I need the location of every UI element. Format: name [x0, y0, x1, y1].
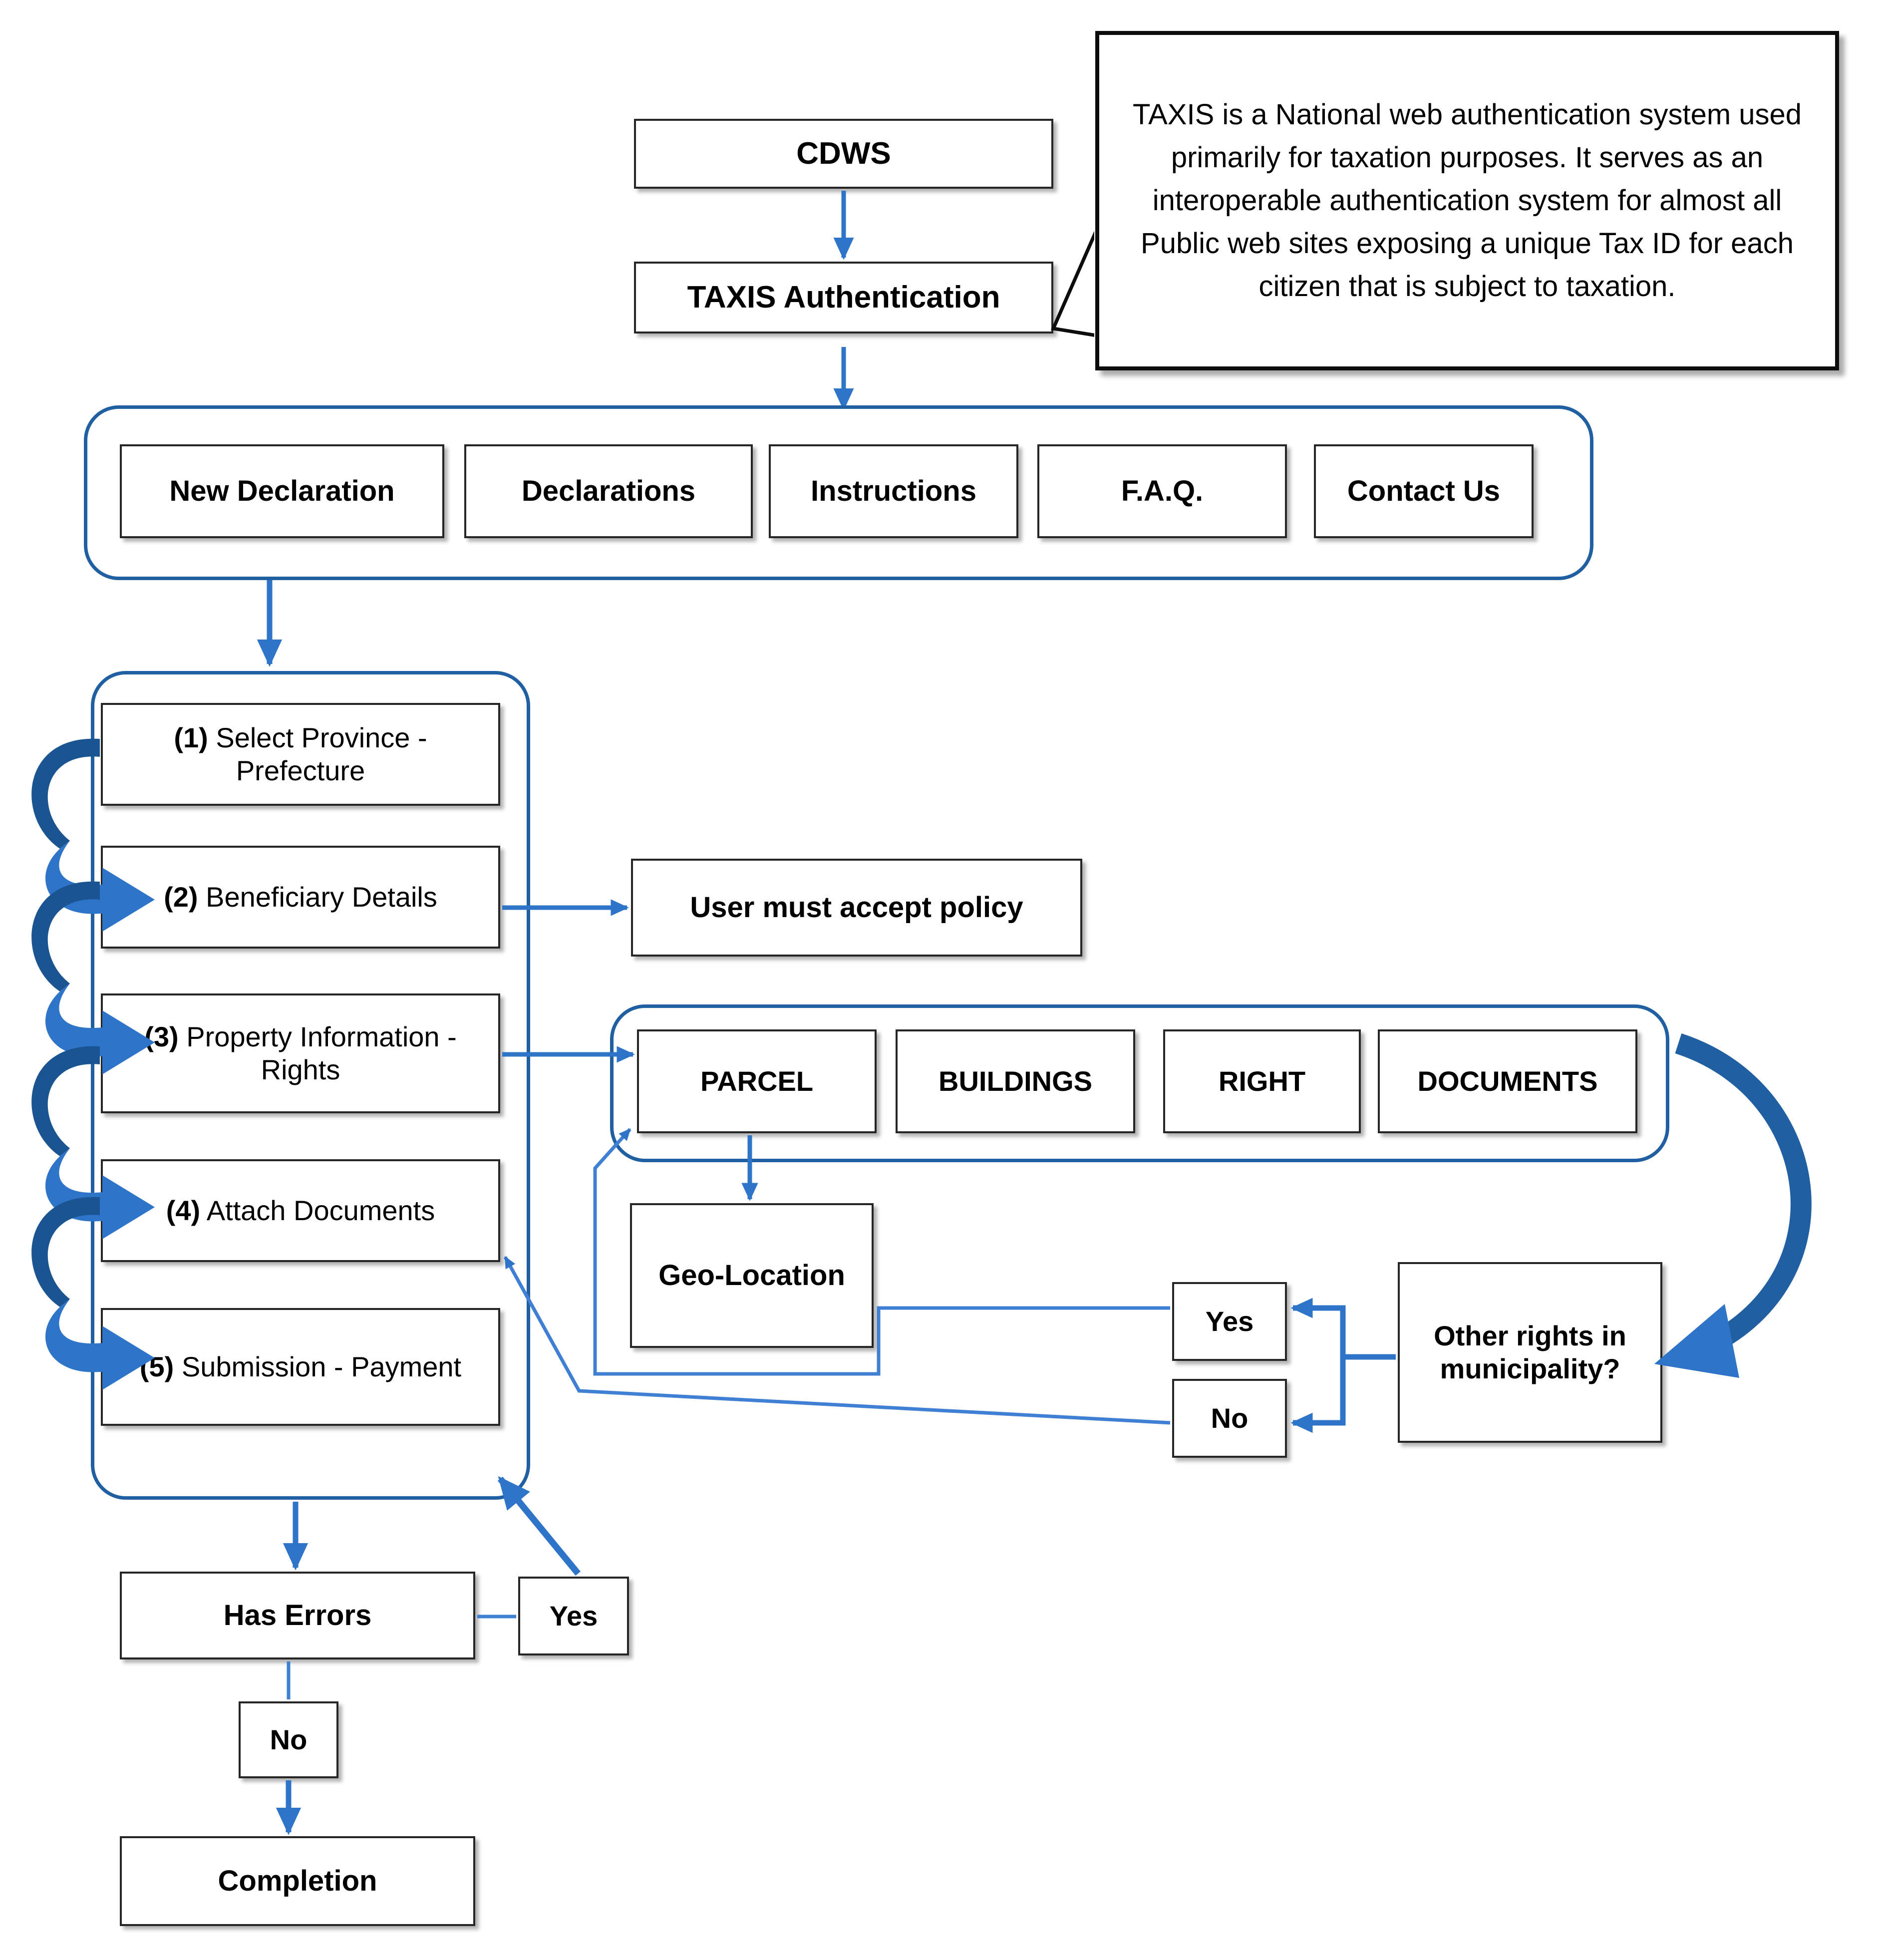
node-taxis-authentication[interactable]: TAXIS Authentication	[634, 262, 1053, 333]
node-other-rights-no: No	[1172, 1379, 1287, 1458]
property-tab-parcel[interactable]: PARCEL	[637, 1029, 877, 1133]
node-has-errors-no-label: No	[270, 1723, 308, 1755]
wire-otherrights-to-yes	[1290, 1298, 1396, 1360]
property-tab-parcel-label: PARCEL	[700, 1065, 814, 1097]
node-has-errors-no: No	[239, 1701, 338, 1778]
node-has-errors: Has Errors	[120, 1572, 475, 1659]
node-completion-label: Completion	[218, 1864, 377, 1897]
callout-taxis-description-text: TAXIS is a National web authentication s…	[1132, 98, 1802, 303]
node-other-rights-question: Other rights in municipality?	[1398, 1262, 1662, 1443]
callout-tail	[1050, 230, 1098, 338]
node-has-errors-yes-label: Yes	[549, 1600, 598, 1632]
wizard-step-4-label: (4) Attach Documents	[166, 1194, 435, 1226]
nav-item-instructions[interactable]: Instructions	[769, 444, 1018, 538]
nav-item-new-declaration[interactable]: New Declaration	[120, 444, 444, 538]
nav-item-instructions-label: Instructions	[811, 474, 976, 507]
nav-item-contact-us-label: Contact Us	[1347, 474, 1501, 507]
node-user-must-accept-policy: User must accept policy	[631, 859, 1082, 957]
wizard-step-3-label: (3) Property Information - Rights	[144, 1020, 457, 1085]
node-cdws-label: CDWS	[796, 136, 891, 171]
node-geo-location-label: Geo-Location	[658, 1259, 845, 1292]
wizard-step-1[interactable]: (1) Select Province - Prefecture	[101, 703, 500, 806]
wizard-step-5-label: (5) Submission - Payment	[139, 1350, 462, 1382]
wizard-step-1-label: (1) Select Province - Prefecture	[174, 721, 427, 786]
node-has-errors-label: Has Errors	[223, 1599, 372, 1632]
node-cdws[interactable]: CDWS	[634, 119, 1053, 189]
wire-otherrights-to-no	[1290, 1354, 1396, 1433]
node-other-rights-yes-label: Yes	[1205, 1305, 1254, 1337]
wizard-step-2[interactable]: (2) Beneficiary Details	[101, 846, 500, 949]
node-completion: Completion	[120, 1836, 475, 1926]
property-tab-right[interactable]: RIGHT	[1163, 1029, 1361, 1133]
node-user-must-accept-policy-label: User must accept policy	[690, 891, 1023, 924]
wire-tabs-loop-to-other-rights	[1654, 1033, 1812, 1378]
property-tab-right-label: RIGHT	[1218, 1065, 1306, 1097]
nav-item-declarations[interactable]: Declarations	[464, 444, 753, 538]
node-has-errors-yes: Yes	[518, 1577, 629, 1655]
nav-item-declarations-label: Declarations	[521, 474, 696, 507]
node-other-rights-yes: Yes	[1172, 1282, 1287, 1361]
node-geo-location: Geo-Location	[630, 1203, 874, 1348]
nav-item-faq[interactable]: F.A.Q.	[1037, 444, 1287, 538]
wizard-step-4[interactable]: (4) Attach Documents	[101, 1159, 500, 1262]
node-other-rights-question-label: Other rights in municipality?	[1434, 1319, 1626, 1384]
node-other-rights-no-label: No	[1211, 1402, 1249, 1434]
nav-item-contact-us[interactable]: Contact Us	[1314, 444, 1534, 538]
property-tab-documents-label: DOCUMENTS	[1417, 1065, 1598, 1097]
nav-item-faq-label: F.A.Q.	[1121, 474, 1204, 507]
nav-item-new-declaration-label: New Declaration	[169, 474, 395, 507]
property-tab-buildings[interactable]: BUILDINGS	[896, 1029, 1135, 1133]
property-tab-documents[interactable]: DOCUMENTS	[1378, 1029, 1637, 1133]
callout-taxis-description: TAXIS is a National web authentication s…	[1095, 31, 1839, 370]
wizard-step-3[interactable]: (3) Property Information - Rights	[101, 993, 500, 1113]
node-taxis-authentication-label: TAXIS Authentication	[687, 280, 1000, 315]
property-tab-buildings-label: BUILDINGS	[939, 1065, 1092, 1097]
wizard-step-2-label: (2) Beneficiary Details	[164, 881, 437, 913]
wizard-step-5[interactable]: (5) Submission - Payment	[101, 1308, 500, 1426]
